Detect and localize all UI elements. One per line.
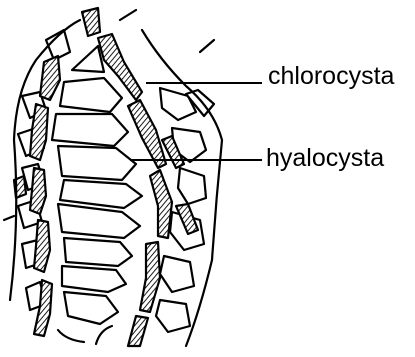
hyaline-cell-1 [72,46,104,72]
hyalocysta-label: hyalocysta [266,146,384,171]
chlorocysta-label: chlorocysta [268,64,394,89]
hyaline-cell-9 [64,292,118,324]
hyaline-cell-4 [58,146,136,180]
hyaline-cell-2 [60,78,122,112]
hyaline-cell-3 [52,114,128,146]
hyaline-cell-6 [58,204,140,238]
hyaline-cell-7 [64,238,132,266]
hyaline-cell-5 [60,180,142,208]
hyaline-cell-8 [62,266,126,292]
